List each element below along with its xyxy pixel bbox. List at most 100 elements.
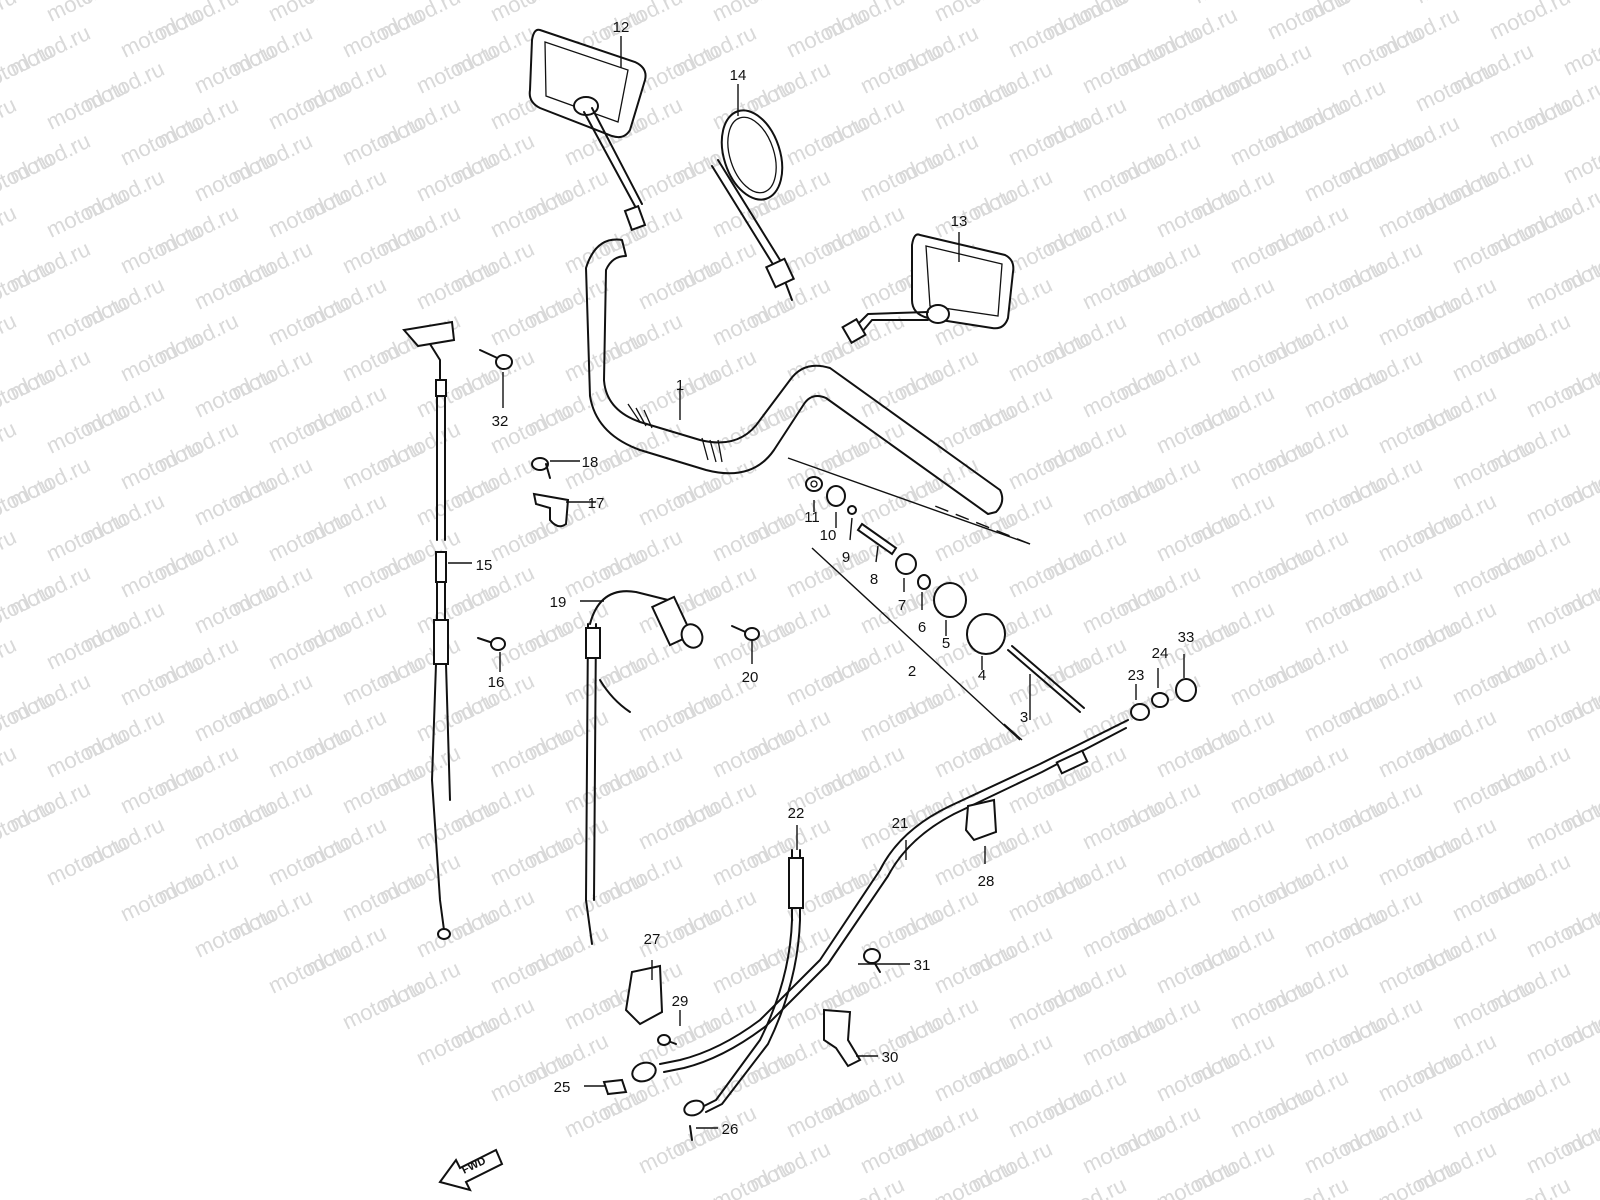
watermark-text: motod.ru <box>1300 578 1389 639</box>
watermark-text: motod.ru <box>190 470 279 531</box>
watermark-text: motod.ru <box>1263 1172 1352 1200</box>
callout-29-bolt: 29 <box>672 993 689 1010</box>
watermark-text: motod.ru <box>338 218 427 279</box>
watermark-text: motod.ru <box>1522 1010 1600 1071</box>
watermark-text: motod.ru <box>634 794 723 855</box>
watermark-text: motod.ru <box>1374 830 1463 891</box>
watermark-text: motod.ru <box>264 506 353 567</box>
watermark-text: motod.ru <box>782 434 871 495</box>
callout-26-pin: 26 <box>722 1121 739 1138</box>
callout-2-balancer-assembly: 2 <box>908 663 916 680</box>
watermark-text: motod.ru <box>560 1082 649 1143</box>
watermark-text: motod.ru <box>1448 326 1537 387</box>
watermark-text: motod.ru <box>1152 830 1241 891</box>
watermark-text: motod.ru <box>486 938 575 999</box>
watermark-text: motod.ru <box>338 2 427 63</box>
watermark-text: motod.ru <box>0 308 20 369</box>
watermark-text: motod.ru <box>1522 902 1600 963</box>
watermark-text: motod.ru <box>782 110 871 171</box>
callout-31-bolt: 31 <box>914 957 931 974</box>
watermark-text: motod.ru <box>634 146 723 207</box>
callout-30-bracket: 30 <box>882 1049 899 1066</box>
callout-23-cap: 23 <box>1128 667 1145 684</box>
watermark-text: motod.ru <box>116 866 205 927</box>
watermark-text: motod.ru <box>1448 1082 1537 1143</box>
watermark-text: motod.ru <box>1374 1046 1463 1107</box>
watermark-text: motod.ru <box>0 470 57 531</box>
watermark-text: motod.ru <box>412 470 501 531</box>
watermark-text: motod.ru <box>819 1172 908 1200</box>
watermark-text: motod.ru <box>1004 542 1093 603</box>
watermark-text: motod.ru <box>190 254 279 315</box>
callout-21-throttle-cable: 21 <box>892 815 909 832</box>
callout-20-screw: 20 <box>742 669 759 686</box>
watermark-text: motod.ru <box>1263 0 1352 44</box>
watermark-text: motod.ru <box>1004 758 1093 819</box>
watermark-text: motod.ru <box>1485 0 1574 44</box>
watermark-text: motod.ru <box>1596 830 1600 891</box>
callout-9-ring: 9 <box>842 549 850 566</box>
watermark-text: motod.ru <box>486 830 575 891</box>
watermark-text: motod.ru <box>1004 974 1093 1035</box>
watermark-text: motod.ru <box>1485 92 1574 153</box>
watermark-text: motod.ru <box>930 1046 1019 1107</box>
watermark-text: motod.ru <box>486 1046 575 1107</box>
watermark-text: motod.ru <box>1300 146 1389 207</box>
watermark-text: motod.ru <box>42 614 131 675</box>
watermark-text: motod.ru <box>782 2 871 63</box>
watermark-text: motod.ru <box>412 362 501 423</box>
watermark-text: motod.ru <box>116 2 205 63</box>
watermark-text: motod.ru <box>338 542 427 603</box>
left-mirror <box>528 28 647 232</box>
watermark-text: motod.ru <box>856 470 945 531</box>
callout-8-pin: 8 <box>870 571 878 588</box>
watermark-text: motod.ru <box>0 38 57 99</box>
watermark-text: motod.ru <box>1596 938 1600 999</box>
watermark-text: motod.ru <box>1522 686 1600 747</box>
watermark-text: motod.ru <box>1411 56 1500 117</box>
watermark-text: motod.ru <box>264 938 353 999</box>
watermark-text: motod.ru <box>708 614 797 675</box>
watermark-text: motod.ru <box>0 740 20 801</box>
callout-16-screw: 16 <box>488 674 505 691</box>
watermark-text: motod.ru <box>338 974 427 1035</box>
watermark-text: motod.ru <box>0 146 57 207</box>
watermark-text: motod.ru <box>1152 722 1241 783</box>
watermark-text: motod.ru <box>930 506 1019 567</box>
watermark-text: motod.ru <box>930 182 1019 243</box>
watermark-text: motod.ru <box>1522 470 1600 531</box>
watermark-text: motod.ru <box>412 578 501 639</box>
callout-6-washer: 6 <box>918 619 926 636</box>
watermark-text: motod.ru <box>856 38 945 99</box>
watermark-text: motod.ru <box>1337 20 1426 81</box>
watermark-text: motod.ru <box>708 830 797 891</box>
watermark-text: motod.ru <box>0 794 57 855</box>
watermark-text: motod.ru <box>782 1082 871 1143</box>
watermark-text: motod.ru <box>782 218 871 279</box>
watermark-text: motod.ru <box>0 254 57 315</box>
watermark-text: motod.ru <box>708 0 797 26</box>
callout-32-screw: 32 <box>492 413 509 430</box>
watermark-text: motod.ru <box>0 578 57 639</box>
watermark-text: motod.ru <box>930 722 1019 783</box>
callout-7-collar: 7 <box>898 597 906 614</box>
watermark-text: motod.ru <box>634 470 723 531</box>
watermark-text: motod.ru <box>634 38 723 99</box>
watermark-text: motod.ru <box>42 830 131 891</box>
assembly-indicator <box>787 457 1031 741</box>
watermark-text: motod.ru <box>1300 470 1389 531</box>
watermark-text: motod.ru <box>1152 506 1241 567</box>
watermark-text: motod.ru <box>0 362 57 423</box>
watermark-text: motod.ru <box>634 254 723 315</box>
watermark-text: motod.ru <box>486 0 575 26</box>
callout-14-round-mirror: 14 <box>730 67 747 84</box>
callout-12-left-mirror: 12 <box>613 19 630 36</box>
watermark-text: motod.ru <box>116 434 205 495</box>
watermark-text: motod.ru <box>1004 218 1093 279</box>
right-mirror <box>841 233 1015 345</box>
handlebar <box>585 238 1004 515</box>
callout-layer: 12 14 13 1 2 3 4 5 6 7 8 9 10 11 15 16 1… <box>476 19 1195 1138</box>
watermark-text: motod.ru <box>1559 20 1600 81</box>
watermark-text: motod.ru <box>708 1154 797 1200</box>
watermark-text: motod.ru <box>1152 182 1241 243</box>
